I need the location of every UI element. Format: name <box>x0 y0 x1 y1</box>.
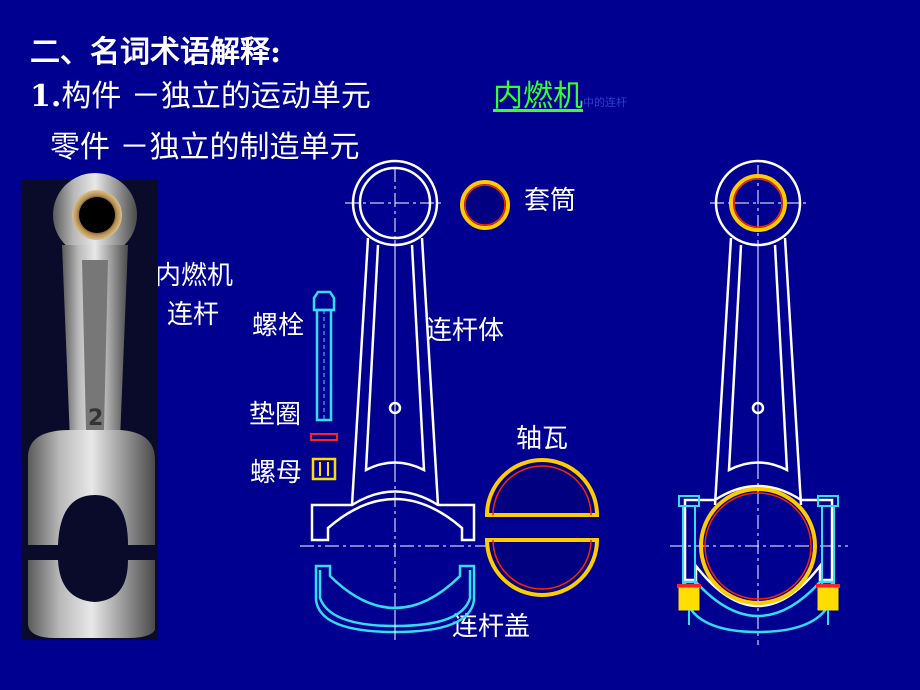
slide-heading: 二、名词术语解释: <box>30 35 282 70</box>
assembled-cap <box>683 580 834 634</box>
assembled-sleeve <box>729 174 787 232</box>
assembled-bearing <box>699 487 817 605</box>
bearing-drawing <box>484 458 600 597</box>
link-group: 内燃机中的连杆 <box>493 82 627 112</box>
line1-text: 构件 －独立的运动单元 <box>61 79 371 114</box>
photo-caption-2: 连杆 <box>167 300 220 330</box>
assembled-bolt-right <box>816 495 840 625</box>
svg-text:2: 2 <box>88 406 103 431</box>
assembled-bolt-left <box>677 495 701 625</box>
label-sleeve: 套筒 <box>524 186 577 216</box>
line1: 1.构件 －独立的运动单元 <box>30 82 371 112</box>
exploded-drawing <box>300 159 490 640</box>
label-nut: 螺母 <box>250 458 303 488</box>
nut-drawing <box>311 457 337 481</box>
line1-prefix: 1. <box>30 79 62 114</box>
sleeve-drawing <box>460 180 510 230</box>
bolt-drawing <box>312 290 336 422</box>
label-washer: 垫圈 <box>249 400 302 430</box>
label-cap: 连杆盖 <box>452 612 531 642</box>
label-bolt: 螺栓 <box>252 311 305 341</box>
connecting-rod-photo: 2 <box>22 173 158 640</box>
engine-link[interactable]: 内燃机 <box>493 79 583 114</box>
photo-caption-1: 内燃机 <box>155 261 234 291</box>
label-rod-body: 连杆体 <box>426 316 505 346</box>
label-bearing: 轴瓦 <box>516 424 569 454</box>
link-suffix: 中的连杆 <box>583 96 627 109</box>
assembled-drawing <box>670 159 848 645</box>
washer-drawing <box>310 433 338 441</box>
line2: 零件 －独立的制造单元 <box>50 130 360 165</box>
